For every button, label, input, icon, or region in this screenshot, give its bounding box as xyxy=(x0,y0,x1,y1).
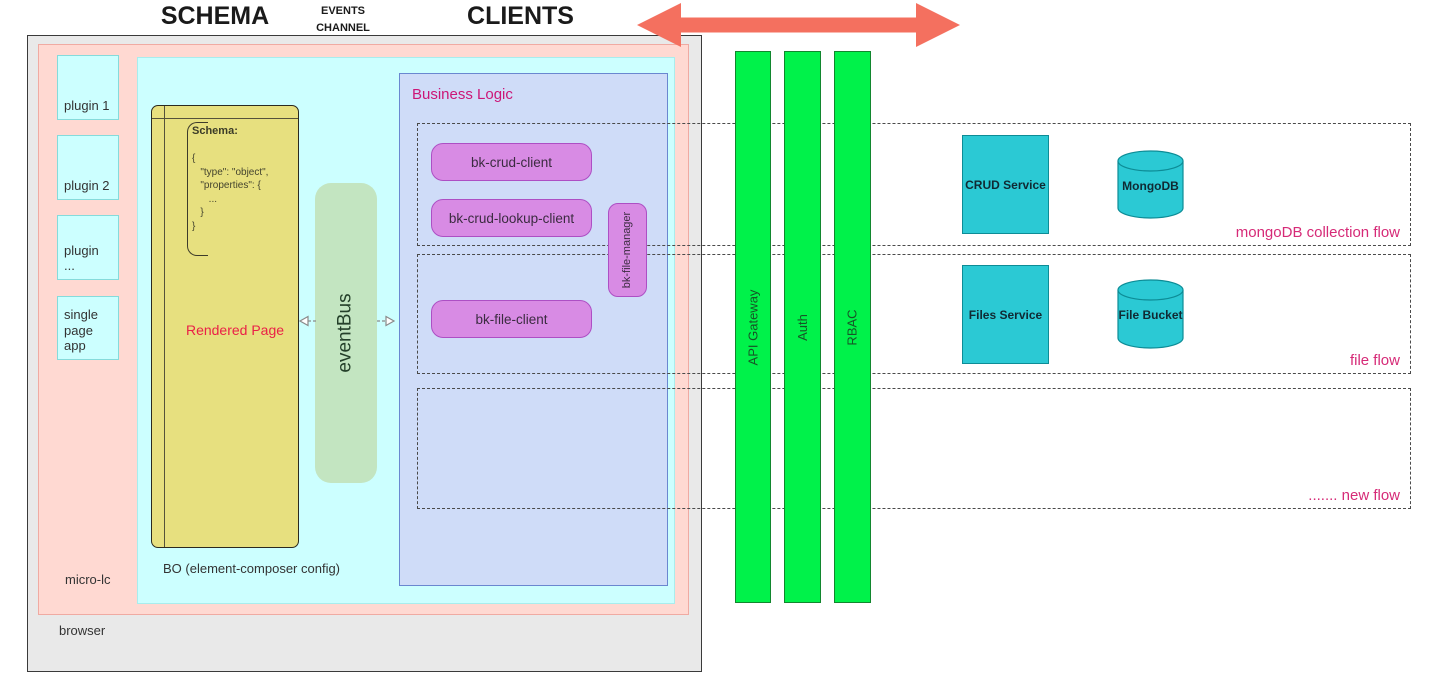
database-cylinder-icon xyxy=(1117,150,1184,219)
business-logic-title: Business Logic xyxy=(412,86,513,103)
business-logic-box: Business Logic bk-crud-client bk-crud-lo… xyxy=(399,73,668,586)
rbac-label: RBAC xyxy=(845,308,860,346)
schema-json-snippet: { "type": "object", "properties": { ... … xyxy=(192,153,269,232)
schema-bracket-icon xyxy=(187,122,208,256)
bk-file-manager-label: bk-file-manager xyxy=(621,211,634,289)
bucket-cylinder-icon xyxy=(1117,279,1184,349)
bk-crud-client-box: bk-crud-client xyxy=(431,143,592,181)
plugin-2-label: plugin 2 xyxy=(64,178,110,194)
mongodb-cylinder: MongoDB xyxy=(1117,150,1184,219)
api-gateway-bar: API Gateway xyxy=(735,51,771,603)
mongodb-collection-flow-region: CRUD Service MongoDB mongoDB collection … xyxy=(417,123,1411,246)
crud-service-label: CRUD Service xyxy=(965,177,1046,192)
clients-column-label: CLIENTS xyxy=(467,2,574,30)
events-channel-column-label: EVENTS CHANNEL xyxy=(298,3,388,37)
file-bucket-label: File Bucket xyxy=(1118,308,1183,323)
page-left-rule xyxy=(164,106,165,547)
rendered-page-label: Rendered Page xyxy=(185,322,285,338)
micro-lc-container: micro-lc plugin 1 plugin 2 plugin ... si… xyxy=(38,44,689,615)
files-service-label: Files Service xyxy=(968,307,1043,322)
file-bucket-cylinder: File Bucket xyxy=(1117,279,1184,349)
new-flow-region: ....... new flow xyxy=(417,388,1411,509)
api-gateway-label: API Gateway xyxy=(745,289,761,365)
rendered-page-box: Schema: { "type": "object", "properties"… xyxy=(151,105,299,548)
event-bus-label: eventBus xyxy=(335,293,357,373)
auth-label: Auth xyxy=(795,313,810,341)
browser-label: browser xyxy=(59,623,106,638)
mongodb-collection-flow-label: mongoDB collection flow xyxy=(1235,224,1400,241)
bk-file-manager-box: bk-file-manager xyxy=(608,203,647,297)
rbac-bar: RBAC xyxy=(834,51,871,603)
plugin-etc-box: plugin ... xyxy=(57,215,119,280)
mongodb-label: MongoDB xyxy=(1122,178,1179,193)
schema-note-title: Schema: xyxy=(192,125,238,137)
plugin-etc-label: plugin ... xyxy=(64,242,99,274)
events-channel-line2: CHANNEL xyxy=(316,22,370,34)
bk-file-client-label: bk-file-client xyxy=(475,311,548,327)
crud-service-box: CRUD Service xyxy=(962,135,1049,234)
file-flow-label: file flow xyxy=(1349,352,1400,369)
bo-container: BO (element-composer config) Schema: { "… xyxy=(137,57,675,604)
bk-crud-client-label: bk-crud-client xyxy=(470,154,553,170)
single-page-app-label: single page app xyxy=(64,307,98,354)
file-flow-region: Files Service File Bucket file flow xyxy=(417,254,1411,374)
double-headed-arrow-icon xyxy=(637,3,960,47)
event-bus: eventBus xyxy=(315,183,377,483)
auth-bar: Auth xyxy=(784,51,821,603)
eventbus-left-arrow-icon xyxy=(299,315,317,327)
single-page-app-box: single page app xyxy=(57,296,119,360)
eventbus-right-arrow-icon xyxy=(377,315,395,327)
bk-file-client-box: bk-file-client xyxy=(431,300,592,338)
plugin-2-box: plugin 2 xyxy=(57,135,119,200)
bk-crud-lookup-client-label: bk-crud-lookup-client xyxy=(448,210,575,226)
micro-lc-label: micro-lc xyxy=(65,572,111,587)
events-channel-line1: EVENTS xyxy=(320,5,365,17)
schema-column-label: SCHEMA xyxy=(160,2,270,30)
page-top-rule xyxy=(152,118,298,119)
bo-label: BO (element-composer config) xyxy=(163,561,341,576)
bk-crud-lookup-client-box: bk-crud-lookup-client xyxy=(431,199,592,237)
plugin-1-label: plugin 1 xyxy=(64,98,110,114)
files-service-box: Files Service xyxy=(962,265,1049,364)
new-flow-label: ....... new flow xyxy=(1308,487,1400,504)
browser-container: browser micro-lc plugin 1 plugin 2 plugi… xyxy=(27,35,702,672)
plugin-1-box: plugin 1 xyxy=(57,55,119,120)
